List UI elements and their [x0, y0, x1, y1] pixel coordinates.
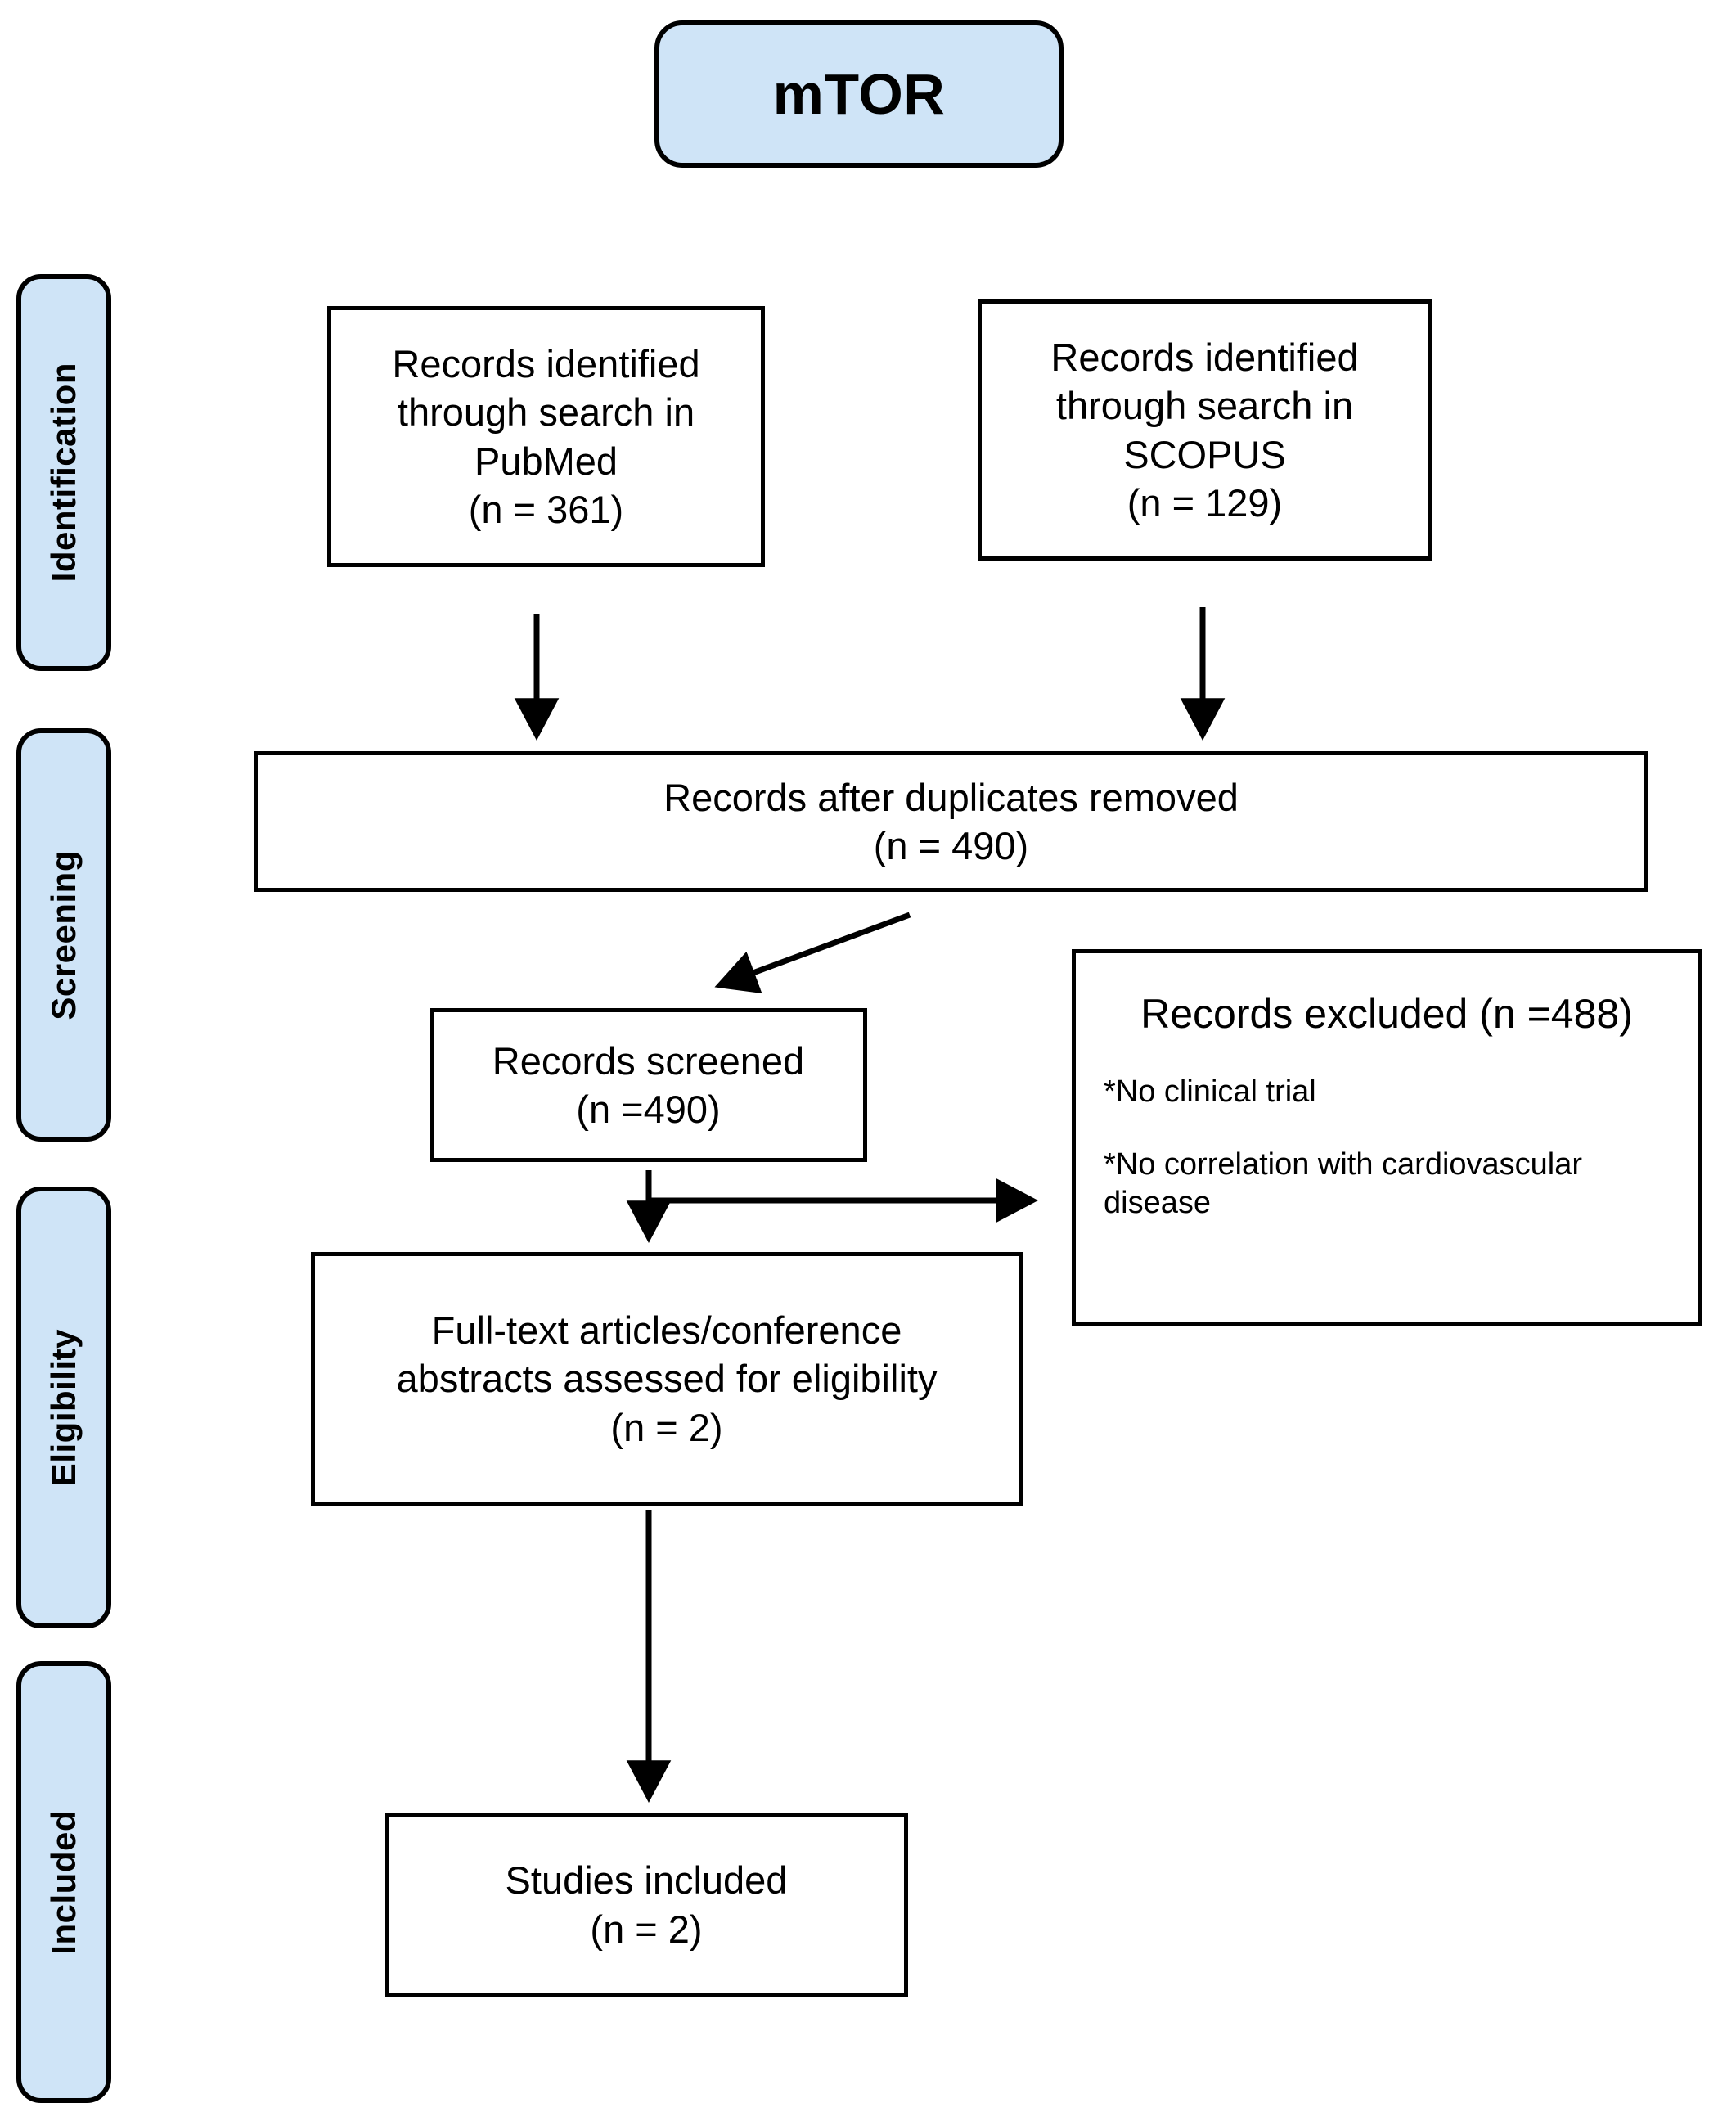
stage-identification-text: Identification — [44, 363, 83, 583]
node-screened-text: Records screened (n =490) — [492, 1038, 805, 1131]
node-records-excluded: Records excluded (n =488) *No clinical t… — [1072, 949, 1702, 1326]
node-records-screened: Records screened (n =490) — [430, 1008, 867, 1162]
stage-label-included: Included — [16, 1661, 111, 2103]
node-records-after-duplicates-removed: Records after duplicates removed (n = 49… — [254, 751, 1648, 892]
node-studies-text: Studies included (n = 2) — [505, 1858, 788, 1951]
node-records-identified-pubmed: Records identified through search in Pub… — [327, 306, 765, 567]
node-excluded-reason-1: *No clinical trial — [1104, 1074, 1316, 1109]
node-records-identified-scopus: Records identified through search in SCO… — [978, 299, 1432, 561]
stage-label-identification: Identification — [16, 274, 111, 671]
node-fulltext-assessed-for-eligibility: Full-text articles/conference abstracts … — [311, 1252, 1023, 1506]
stage-eligibility-text: Eligibility — [44, 1328, 83, 1487]
node-pubmed-text: Records identified through search in Pub… — [392, 342, 700, 531]
node-fulltext-text: Full-text articles/conference abstracts … — [396, 1308, 938, 1449]
arrow-duplicates-to-screened — [714, 912, 911, 994]
diagram-title-box: mTOR — [654, 20, 1064, 168]
node-scopus-text: Records identified through search in SCO… — [1050, 335, 1359, 525]
node-studies-included: Studies included (n = 2) — [385, 1813, 908, 1997]
diagram-title-label: mTOR — [772, 61, 946, 126]
node-excluded-title: Records excluded (n =488) — [1140, 991, 1633, 1037]
stage-label-eligibility: Eligibility — [16, 1187, 111, 1628]
stage-label-screening: Screening — [16, 728, 111, 1142]
node-excluded-reason-2: *No correlation with cardiovascular dise… — [1104, 1147, 1583, 1221]
node-duplicates-text: Records after duplicates removed (n = 49… — [663, 775, 1239, 867]
stage-included-text: Included — [44, 1809, 83, 1955]
stage-screening-text: Screening — [44, 849, 83, 1020]
